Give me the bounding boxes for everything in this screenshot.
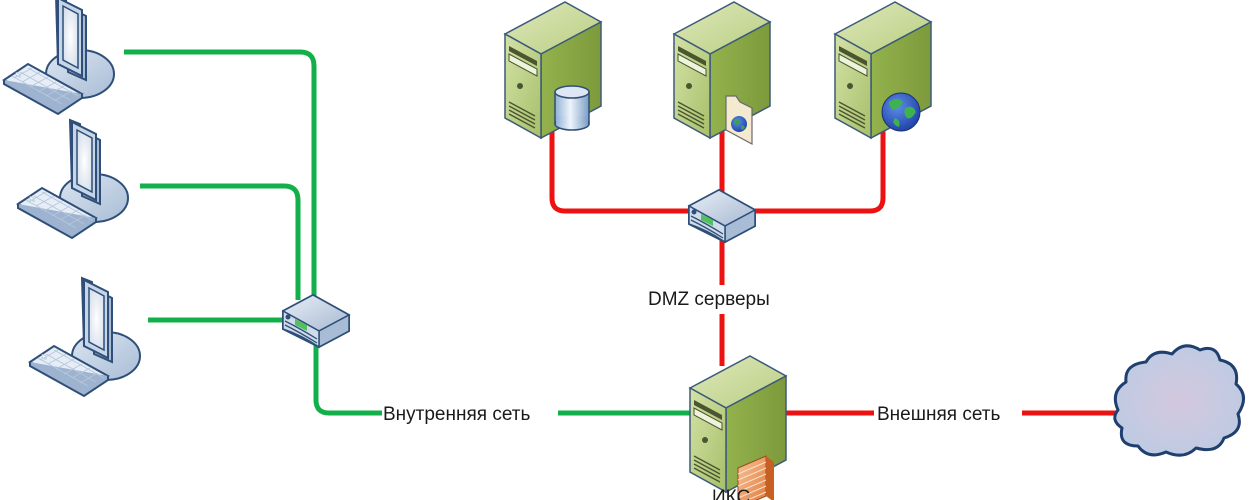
dmz-server-globe[interactable] (834, 1, 932, 139)
external-network-label: Внешняя сеть (877, 404, 1000, 425)
internal-switch[interactable] (282, 294, 350, 348)
internet-cloud[interactable] (1113, 344, 1245, 457)
link-workstation-1-switch (124, 49, 317, 300)
dmz-switch[interactable] (688, 189, 756, 243)
gateway-label: ИКС (712, 487, 750, 500)
dmz-servers-label: DMZ серверы (648, 289, 770, 310)
workstation-1[interactable] (3, 0, 115, 115)
external-network-links (549, 128, 1118, 416)
gateway-server[interactable] (689, 355, 787, 500)
link-db-server-dmz-switch (549, 128, 692, 214)
link-workstation-2-switch (140, 183, 301, 300)
workstation-3[interactable] (29, 277, 141, 397)
link-globe-server-dmz-switch (752, 128, 886, 214)
internal-network-links (124, 49, 694, 416)
dmz-server-database[interactable] (504, 1, 602, 139)
globe-icon (881, 92, 921, 132)
workstation-2[interactable] (17, 119, 129, 239)
database-icon (554, 85, 590, 131)
firewall-icon (737, 455, 774, 500)
web-document-icon (725, 95, 753, 146)
internal-network-label: Внутренняя сеть (383, 404, 530, 425)
dmz-server-web-document[interactable] (673, 1, 771, 146)
link-switch-gateway (313, 340, 694, 416)
